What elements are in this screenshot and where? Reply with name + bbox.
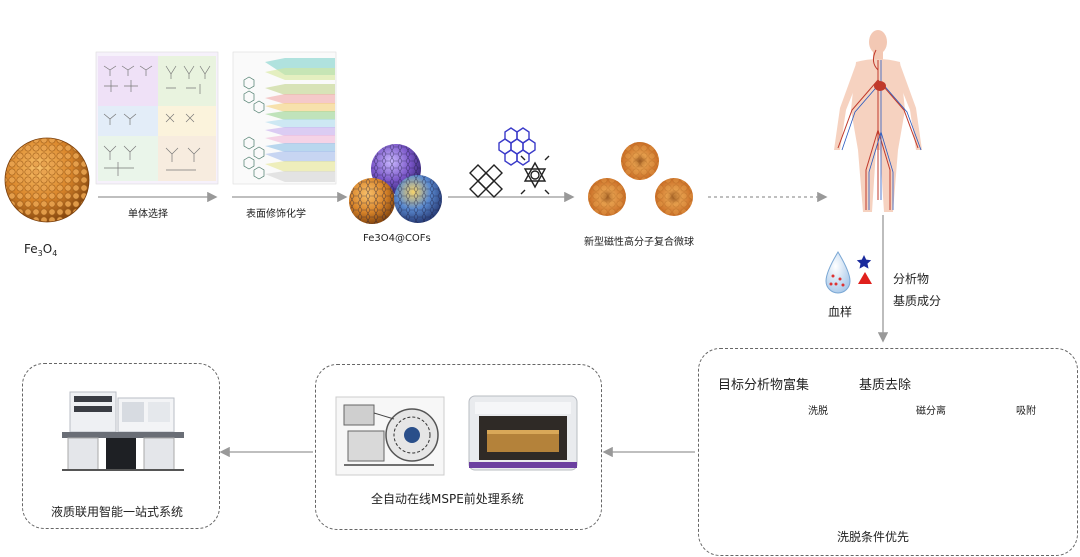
new-microsphere-label: 新型磁性高分子复合微球 [584,237,694,248]
triangle-icon [858,272,872,284]
monomer-selection-label: 单体选择 [128,209,168,220]
matrix-removal-label: 基质去除 [859,378,912,393]
fe3o4-cofs-label: Fe3O4@COFs [363,233,431,244]
mspe-schematic [335,396,445,476]
auto-mspe-label: 全自动在线MSPE前处理系统 [371,492,524,506]
surface-chemistry-label: 表面修饰化学 [246,209,306,220]
fe3o4-cofs-spheres [349,144,442,224]
process-panel [698,348,1078,556]
blood-sample-label: 血样 [828,305,853,319]
adsorption-label: 吸附 [1016,406,1036,417]
elution-optimize-label: 洗脱条件优先 [837,530,910,544]
analyte-label: 分析物 [893,272,930,286]
matrix-label: 基质成分 [893,294,942,308]
fe3o4-label: Fe3O4 [24,242,58,258]
new-microspheres [588,142,693,216]
lc-ms-instrument [62,391,184,471]
elution-label: 洗脱 [808,406,828,417]
lc-system-label: 液质联用智能一站式系统 [51,505,184,519]
star-icon [856,255,872,269]
cof-structures [469,127,550,198]
surface-chem-card [232,51,337,185]
magnetic-sep-label: 磁分离 [916,406,946,417]
human-body [834,30,922,212]
mspe-instrument [468,395,578,471]
blood-drop-icon [825,251,851,294]
fe3o4-particle [4,137,90,223]
monomer-card [95,51,219,185]
target-enrich-label: 目标分析物富集 [718,378,810,393]
